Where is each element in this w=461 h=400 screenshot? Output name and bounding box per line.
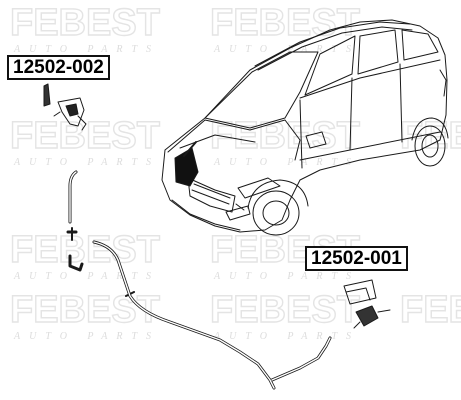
watermark-brand: FEBEST (210, 115, 360, 157)
washer-hose (66, 170, 332, 390)
part-12502-002-drawing (43, 83, 87, 131)
part-12502-001-drawing (343, 279, 391, 329)
watermark-brand: FEBEST (10, 115, 160, 157)
watermark-tagline: AUTO PARTS (213, 157, 360, 168)
watermark-tagline: AUTO PARTS (213, 271, 360, 282)
suv-illustration (161, 19, 449, 236)
watermark-brand: FEBEST (400, 115, 461, 157)
watermark-tagline: AUTO PARTS (13, 157, 160, 168)
watermark-brand: FEBEST (400, 289, 461, 331)
watermark-brand: FEBEST (10, 229, 160, 271)
part-number-label-12502-001[interactable]: 12502-001 (305, 246, 408, 271)
watermark-brand: FEBEST (10, 289, 160, 331)
watermark-tagline: AUTO PARTS (13, 271, 160, 282)
watermark-tagline: AUTO PARTS (213, 44, 360, 55)
watermark-tagline: AUTO PARTS (213, 331, 360, 342)
watermark-tagline: AUTO PARTS (13, 331, 160, 342)
watermark-brand: FEBEST (210, 2, 360, 44)
watermark-brand: FEBEST (10, 2, 160, 44)
part-number-label-12502-002[interactable]: 12502-002 (7, 55, 110, 80)
watermark-tagline: AUTO PARTS (13, 44, 160, 55)
watermark-brand: FEBEST (210, 289, 360, 331)
